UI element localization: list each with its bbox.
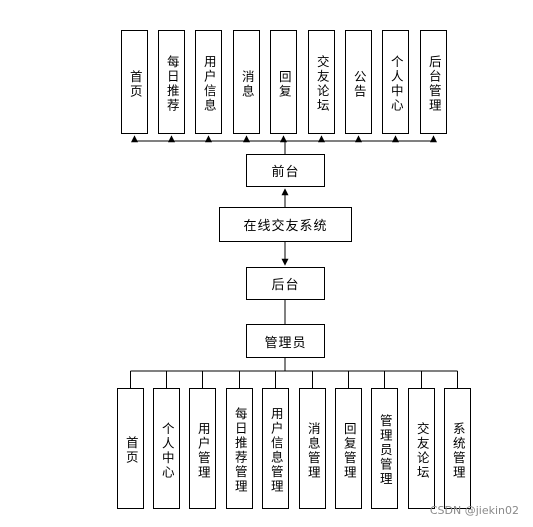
admin-module-9-label: 交友论坛 <box>414 421 430 480</box>
admin-module-8-label: 管理员管理 <box>377 414 393 487</box>
frontend-module-8-label: 个人中心 <box>388 55 404 113</box>
system-node-label: 在线交友系统 <box>243 219 328 234</box>
admin-module-6: 消息管理 <box>299 388 326 509</box>
admin-node-label: 管理员 <box>264 335 307 351</box>
frontend-module-2: 每日推荐 <box>158 30 185 134</box>
frontend-module-7: 公告 <box>345 30 372 134</box>
frontend-module-9-label: 后台管理 <box>426 55 442 113</box>
frontend-node: 前台 <box>246 154 325 187</box>
backend-node-label: 后台 <box>271 278 300 293</box>
frontend-module-4: 消息 <box>233 30 260 134</box>
admin-module-2: 个人中心 <box>153 388 180 509</box>
frontend-module-3: 用户信息 <box>195 30 222 134</box>
frontend-module-5-label: 回复 <box>276 69 292 99</box>
frontend-module-7-label: 公告 <box>351 69 367 99</box>
admin-module-5: 用户信息管理 <box>262 388 289 509</box>
admin-module-6-label: 消息管理 <box>305 421 321 480</box>
admin-module-4-label: 每日推荐管理 <box>232 407 248 494</box>
frontend-module-8: 个人中心 <box>382 30 409 134</box>
frontend-module-2-label: 每日推荐 <box>164 55 180 113</box>
frontend-module-1: 首页 <box>121 30 148 134</box>
admin-module-1-label: 首页 <box>123 436 139 465</box>
admin-module-10-label: 系统管理 <box>450 421 466 480</box>
admin-module-4: 每日推荐管理 <box>226 388 253 509</box>
admin-node: 管理员 <box>246 324 325 358</box>
frontend-module-5: 回复 <box>270 30 297 134</box>
admin-module-3: 用户管理 <box>189 388 216 509</box>
admin-module-2-label: 个人中心 <box>159 421 175 480</box>
frontend-module-6-label: 交友论坛 <box>314 55 330 113</box>
admin-module-7: 回复管理 <box>335 388 362 509</box>
admin-module-7-label: 回复管理 <box>341 421 357 480</box>
admin-module-1: 首页 <box>117 388 144 509</box>
frontend-module-3-label: 用户信息 <box>201 55 217 113</box>
admin-module-5-label: 用户信息管理 <box>268 407 284 494</box>
admin-module-9: 交友论坛 <box>408 388 435 509</box>
backend-node: 后台 <box>246 267 325 300</box>
frontend-node-label: 前台 <box>271 165 300 180</box>
frontend-module-6: 交友论坛 <box>308 30 335 134</box>
admin-module-10: 系统管理 <box>444 388 471 509</box>
admin-module-8: 管理员管理 <box>371 388 398 509</box>
frontend-module-1-label: 首页 <box>127 69 143 99</box>
watermark-text: CSDN @jiekin02 <box>429 504 519 517</box>
admin-module-3-label: 用户管理 <box>195 421 211 480</box>
system-node: 在线交友系统 <box>219 207 352 242</box>
frontend-module-4-label: 消息 <box>239 69 255 99</box>
frontend-module-9: 后台管理 <box>420 30 447 134</box>
